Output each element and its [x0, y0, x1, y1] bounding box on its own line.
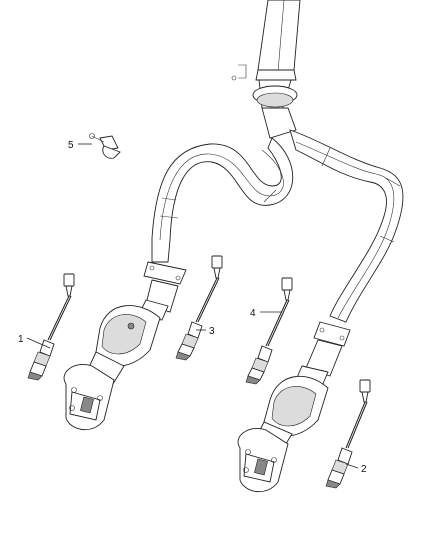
oxygen-sensor-2: [325, 379, 371, 489]
oxygen-sensor-1: [27, 273, 75, 381]
callout-1: 1: [18, 334, 24, 345]
right-flange: [305, 321, 351, 377]
right-catalytic-converter: [237, 365, 329, 493]
callout-2: 2: [361, 464, 367, 475]
callout-2-leader: [345, 463, 359, 469]
callout-4: 4: [250, 308, 256, 319]
part-5-bracket: [89, 133, 121, 159]
callout-1-leader: [26, 337, 51, 349]
oxygen-sensor-4: [245, 277, 293, 385]
callout-3: 3: [209, 326, 215, 337]
oxygen-sensor-3: [175, 255, 223, 361]
upper-exhaust-pipe: [231, 0, 301, 139]
left-catalytic-converter: [63, 299, 169, 431]
callout-5: 5: [68, 140, 74, 151]
y-pipe-assembly: [151, 129, 404, 323]
